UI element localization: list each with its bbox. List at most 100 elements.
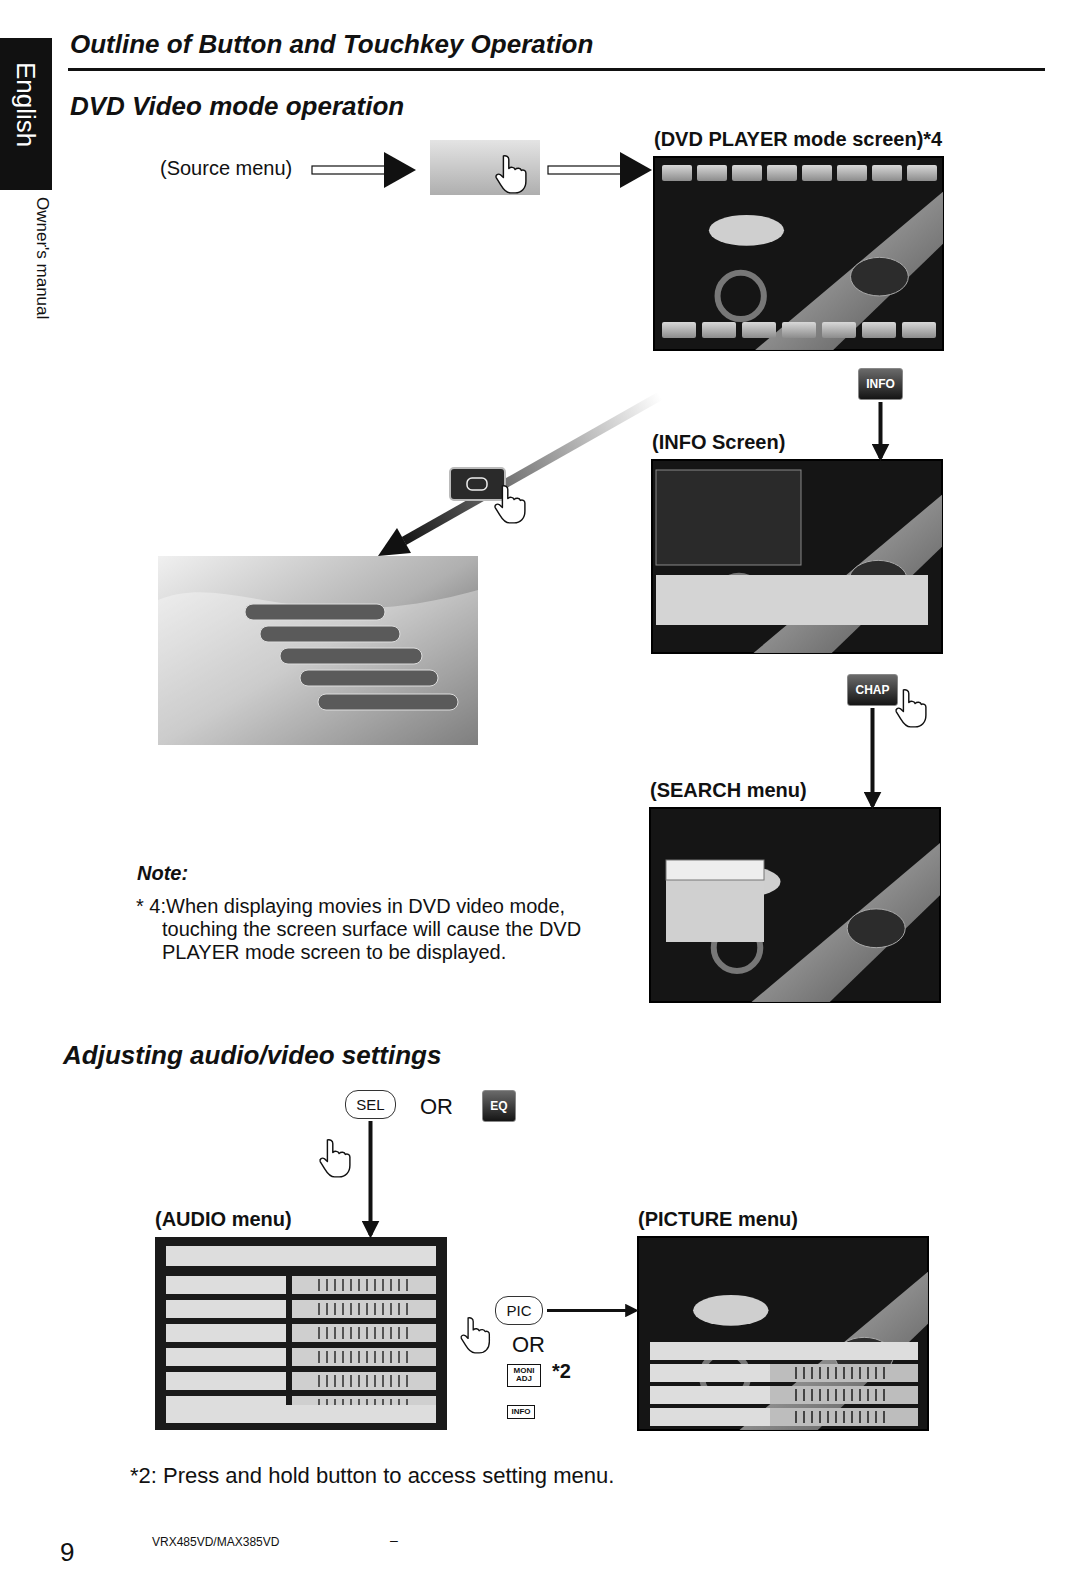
slider-tick xyxy=(350,1375,352,1387)
slider-tick xyxy=(811,1389,813,1401)
menu-row xyxy=(166,1246,436,1266)
wheel-shape xyxy=(718,273,764,319)
source-button xyxy=(430,140,540,195)
slider-tick xyxy=(795,1411,797,1423)
dvd-menu-screen xyxy=(158,556,478,745)
road-stripe xyxy=(752,843,941,1002)
slider-tick xyxy=(342,1375,344,1387)
menu-row xyxy=(650,1342,918,1360)
section-heading: DVD Video mode operation xyxy=(70,92,404,122)
slider-tick xyxy=(819,1411,821,1423)
slider-tick xyxy=(342,1303,344,1315)
search-panel xyxy=(666,860,764,942)
slider-tick xyxy=(795,1367,797,1379)
slider-tick xyxy=(382,1351,384,1363)
source-label: (Source menu) xyxy=(160,157,292,180)
menu-pill xyxy=(245,604,385,620)
slider-tick xyxy=(390,1279,392,1291)
menu-pill xyxy=(260,626,400,642)
hard-button: PIC xyxy=(495,1296,543,1325)
slider-tick xyxy=(366,1279,368,1291)
slider-tick xyxy=(350,1279,352,1291)
slider-tick xyxy=(883,1411,885,1423)
screen-caption: (PICTURE menu) xyxy=(638,1208,798,1231)
slider-track xyxy=(292,1348,436,1366)
slider-tick xyxy=(398,1327,400,1339)
slider-tick xyxy=(406,1327,408,1339)
screen-frame xyxy=(654,157,943,350)
slider-tick xyxy=(382,1303,384,1315)
key-label: CHAP xyxy=(855,683,890,697)
menu-arrow-head xyxy=(378,528,411,556)
menu-row xyxy=(166,1324,286,1342)
toolbar-key xyxy=(907,165,937,181)
slider-tick xyxy=(406,1351,408,1363)
slider-tick xyxy=(835,1389,837,1401)
slider-track xyxy=(292,1372,436,1390)
hand-icon xyxy=(495,486,525,523)
slider-tick xyxy=(390,1327,392,1339)
slider-tick xyxy=(382,1327,384,1339)
slider-tick xyxy=(867,1389,869,1401)
slider-tick xyxy=(883,1389,885,1401)
slider-tick xyxy=(843,1411,845,1423)
language-tab-label: English xyxy=(10,62,40,147)
car-shape xyxy=(851,257,909,296)
slider-tick xyxy=(406,1279,408,1291)
screen-caption: (SEARCH menu) xyxy=(650,779,807,802)
slider-tick xyxy=(843,1367,845,1379)
slider-tick xyxy=(350,1327,352,1339)
slider-tick xyxy=(390,1375,392,1387)
screen-frame xyxy=(638,1237,928,1430)
toolbar-key xyxy=(822,322,856,338)
picture-screen-node: (PICTURE menu) xyxy=(638,1237,928,1430)
or-label: OR xyxy=(512,1332,545,1357)
model-number: VRX485VD/MAX385VD xyxy=(152,1536,279,1550)
slider-tick xyxy=(382,1279,384,1291)
toolbar-key xyxy=(767,165,797,181)
slider-tick xyxy=(342,1351,344,1363)
slider-tick xyxy=(859,1389,861,1401)
touch-key: EQ xyxy=(482,1090,516,1122)
slider-tick xyxy=(827,1411,829,1423)
arrow-head xyxy=(384,152,416,188)
slider-tick xyxy=(803,1367,805,1379)
picture-screen xyxy=(638,1237,928,1430)
slider-tick xyxy=(803,1389,805,1401)
toolbar-key xyxy=(782,322,816,338)
page-title: Outline of Button and Touchkey Operation xyxy=(70,30,593,60)
screen-frame xyxy=(652,460,942,653)
slider-tick xyxy=(374,1375,376,1387)
slider-tick xyxy=(318,1351,320,1363)
dvd-menu-glyph xyxy=(467,478,487,490)
toolbar-key xyxy=(702,322,736,338)
toolbar-key xyxy=(697,165,727,181)
footnote-text: *2: Press and hold button to access sett… xyxy=(130,1463,614,1488)
slider-tick xyxy=(326,1327,328,1339)
toolbar-key xyxy=(837,165,867,181)
dash-mark: – xyxy=(390,1532,398,1548)
wave-shape xyxy=(158,590,478,745)
slider-track xyxy=(292,1276,436,1294)
hand-icon xyxy=(320,1140,350,1177)
slider-tick xyxy=(326,1279,328,1291)
player-screen xyxy=(654,157,943,350)
slider-tick xyxy=(358,1327,360,1339)
key-label: SEL xyxy=(355,1096,386,1113)
slider-tick xyxy=(318,1327,320,1339)
slider-tick xyxy=(342,1279,344,1291)
hand-icon xyxy=(496,156,526,193)
search-screen-node: (SEARCH menu) xyxy=(650,808,940,1002)
slider-track xyxy=(292,1300,436,1318)
key-label: MONI ADJ xyxy=(511,1367,537,1384)
info-inset xyxy=(656,470,801,565)
slider-tick xyxy=(811,1367,813,1379)
slider-track xyxy=(770,1386,918,1404)
menu-pill xyxy=(280,648,422,664)
slider-track xyxy=(770,1408,918,1426)
toolbar-key xyxy=(862,322,896,338)
slider-tick xyxy=(406,1375,408,1387)
hand-icon xyxy=(896,690,926,727)
key-label: INFO xyxy=(866,377,895,391)
